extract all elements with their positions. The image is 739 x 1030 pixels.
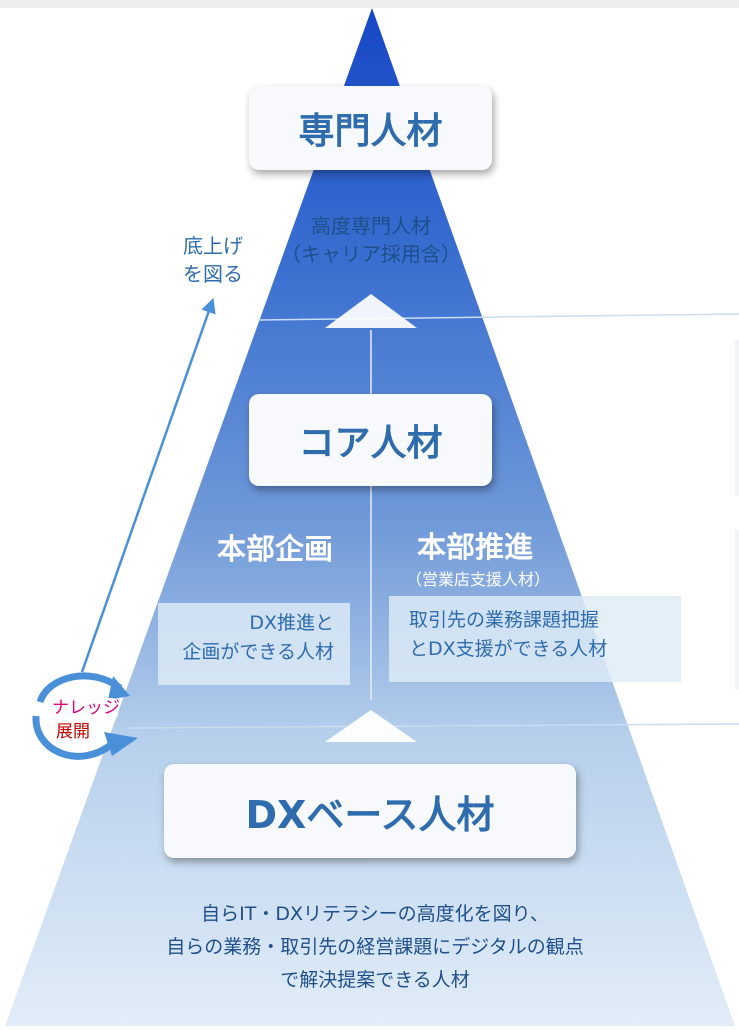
promotion-desc-line2: とDX支援ができる人材 <box>409 638 608 660</box>
up-triangle-upper <box>325 294 417 328</box>
raise-label-line2: を図る <box>183 262 243 286</box>
expert-desc-line2: （キャリア採用含） <box>281 242 461 266</box>
knowledge-label-background <box>48 698 118 720</box>
base-desc-line2: 自らの業務・取引先の経営課題にデジタルの観点 <box>166 936 584 958</box>
core-title: コア人材 <box>298 423 443 464</box>
side-panel-top <box>735 340 739 496</box>
planning-title: 本部企画 <box>216 532 333 566</box>
top-band <box>0 0 739 8</box>
promotion-title: 本部推進 <box>416 530 533 564</box>
raise-label-line1: 底上げ <box>183 234 243 258</box>
promotion-desc-line1: 取引先の業務課題把握 <box>409 609 600 631</box>
core-title-box: コア人材 <box>249 394 492 486</box>
dx-base-title: DXベース人材 <box>245 792 495 837</box>
knowledge-label: ナレッジ 展開 <box>38 696 120 744</box>
cycle-arrow-top <box>36 672 123 704</box>
base-desc-line1: 自らIT・DXリテラシーの高度化を図り、 <box>201 903 549 925</box>
cycle-arrow-bottom <box>32 715 115 760</box>
planning-desc-line2: 企画ができる人材 <box>182 641 334 663</box>
up-triangle-lower <box>325 710 417 742</box>
cycle-arrowhead-bottom <box>104 732 138 756</box>
promotion-description: 取引先の業務課題把握 とDX支援ができる人材 <box>389 596 681 682</box>
dx-base-description: 自らIT・DXリテラシーの高度化を図り、 自らの業務・取引先の経営課題にデジタル… <box>120 898 630 997</box>
side-panel-bottom <box>735 530 739 690</box>
planning-desc-line1: DX推進と <box>249 612 334 634</box>
knowledge-label-line2: 展開 <box>56 722 90 742</box>
promotion-subtitle: （営業店支援人材） <box>405 570 550 589</box>
divider-lower <box>129 723 739 729</box>
raise-label: 底上げ を図る <box>158 232 268 288</box>
dx-base-title-box: DXベース人材 <box>164 764 576 858</box>
cycle-arrowhead-top <box>108 676 130 700</box>
expert-title-box: 専門人材 <box>249 86 492 170</box>
knowledge-label-line1: ナレッジ <box>52 698 120 718</box>
expert-desc-line1: 高度専門人材 <box>311 214 431 238</box>
base-desc-line3: で解決提案できる人材 <box>280 969 470 991</box>
expert-title: 専門人材 <box>298 111 443 152</box>
expert-description: 高度専門人材 （キャリア採用含） <box>276 212 466 268</box>
planning-description: DX推進と 企画ができる人材 <box>158 603 350 685</box>
raise-arrow <box>80 297 216 673</box>
